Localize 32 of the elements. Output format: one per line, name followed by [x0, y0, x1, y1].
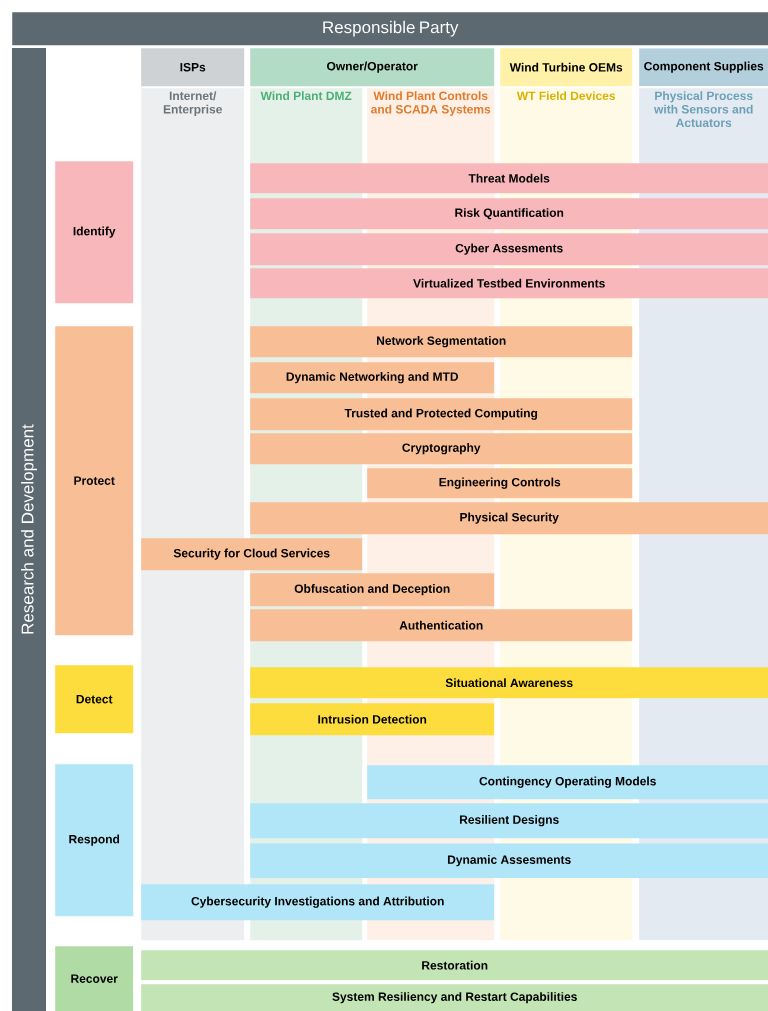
activity-box: Security for Cloud Services [141, 538, 363, 571]
activity-box: Contingency Operating Models [367, 765, 768, 800]
activity-box: Cyber Assesments [250, 233, 768, 266]
activity-box: Dynamic Assesments [250, 843, 768, 879]
category-box: Protect [55, 326, 134, 636]
activity-box: Situational Awareness [250, 667, 768, 699]
column-header: Wind Turbine OEMs [500, 48, 633, 87]
activity-box: System Resiliency and Restart Capabilities [141, 984, 768, 1011]
category-box: Detect [55, 665, 134, 734]
activity-box: Resilient Designs [250, 803, 768, 839]
activity-box: Obfuscation and Deception [250, 573, 495, 607]
category-box: Recover [55, 946, 134, 1011]
activity-box: Authentication [250, 609, 633, 642]
activity-box: Physical Security [250, 502, 768, 535]
activity-box: Risk Quantification [250, 198, 768, 230]
activity-box: Dynamic Networking and MTD [250, 362, 495, 394]
column-header: ISPs [141, 48, 245, 87]
activity-box: Cryptography [250, 433, 633, 465]
category-box: Respond [55, 764, 134, 917]
header-band: Responsible Party [12, 12, 768, 46]
activity-box: Threat Models [250, 163, 768, 194]
activity-box: Engineering Controls [367, 468, 633, 499]
side-band: Research and Development [12, 48, 46, 1011]
activity-box: Restoration [141, 950, 768, 981]
activity-box: Trusted and Protected Computing [250, 398, 633, 431]
column-header: Component Supplies [639, 48, 768, 87]
activity-box: Virtualized Testbed Environments [250, 268, 768, 299]
activity-box: Cybersecurity Investigations and Attribution [141, 884, 495, 921]
activity-box: Intrusion Detection [250, 703, 495, 736]
activity-box: Network Segmentation [250, 326, 633, 358]
column-header: Owner/Operator [250, 48, 495, 87]
category-box: Identify [55, 161, 134, 304]
